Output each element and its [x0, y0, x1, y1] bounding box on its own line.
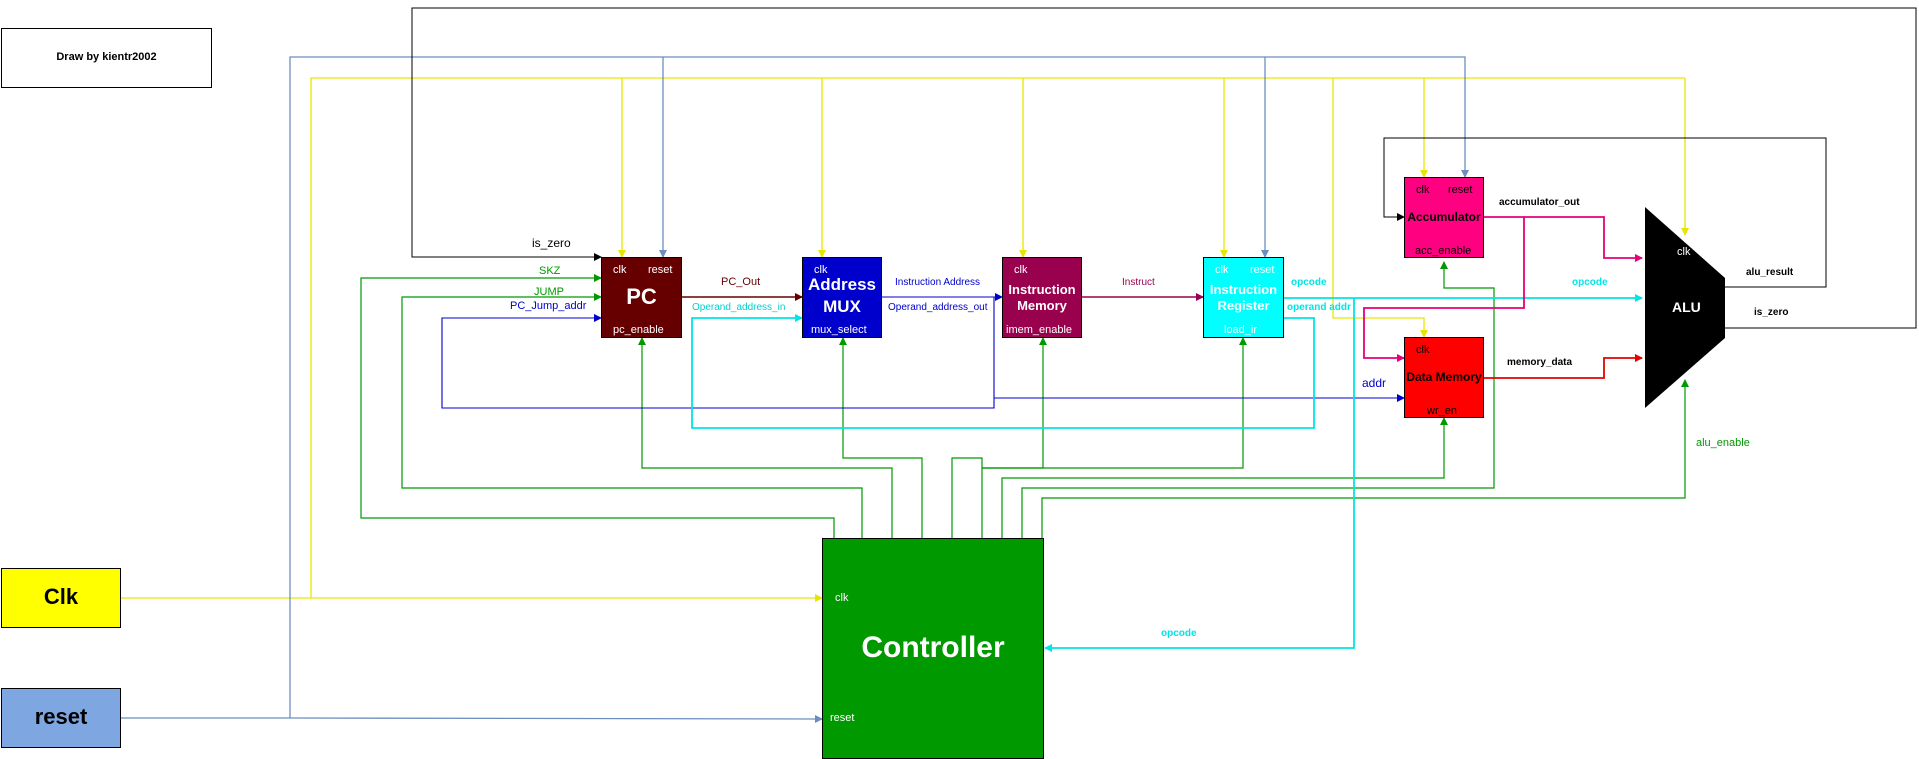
operand-addr-label: operand addr [1287, 302, 1351, 313]
dmem-enable-pin: wr_en [1427, 405, 1457, 417]
instruction-memory-block[interactable]: clk Instruction Memory imem_enable [1002, 257, 1082, 338]
mux-title-line1: Address [807, 275, 877, 294]
alu-shape [1645, 207, 1725, 408]
acc-reset-pin: reset [1448, 184, 1473, 196]
skz-label: SKZ [539, 265, 561, 277]
is-zero-alu-label: is_zero [1754, 307, 1789, 318]
pc-reset-pin: reset [648, 264, 673, 276]
pc-clk-pin: clk [613, 264, 627, 276]
instruction-register-block[interactable]: clk reset Instruction Register load_ir [1203, 257, 1284, 338]
imem-enable-pin: imem_enable [1006, 324, 1073, 336]
accumulator-block[interactable]: clk reset Accumulator acc_enable [1404, 177, 1484, 258]
clk-wires [120, 77, 1689, 602]
mux-select-pin: mux_select [811, 324, 867, 336]
ireg-clk-pin: clk [1215, 264, 1229, 276]
clk-input[interactable]: Clk [1, 568, 121, 628]
feedback-wires [411, 7, 1917, 329]
alu-title[interactable]: ALU [1672, 299, 1701, 315]
alu-result-label: alu_result [1746, 267, 1794, 278]
ctrl-title: Controller [861, 631, 1005, 664]
imem-title-line2: Memory [1017, 298, 1067, 313]
accumulator-out-label: accumulator_out [1499, 197, 1580, 208]
credit-label: Draw by kientr2002 [56, 51, 157, 63]
accumulator-wires [1363, 216, 1643, 362]
operand-in-label: Operand_address_in [692, 302, 786, 313]
control-wires [360, 261, 1689, 538]
alu-clk-pin: clk [1677, 246, 1691, 258]
dmem-title: Data Memory [1406, 370, 1482, 384]
clk-input-label: Clk [43, 584, 79, 609]
opcode-alu-label: opcode [1572, 277, 1608, 288]
reset-wires [120, 56, 1469, 723]
address-wires [441, 293, 1405, 409]
ireg-load-pin: load_ir [1224, 324, 1258, 336]
pc-enable-pin: pc_enable [613, 324, 664, 336]
pc-jump-addr-label: PC_Jump_addr [510, 300, 587, 312]
ireg-reset-pin: reset [1250, 264, 1275, 276]
mux-clk-pin: clk [814, 264, 828, 276]
memory-data-label: memory_data [1507, 357, 1573, 368]
ireg-title-line2: Register [1217, 298, 1270, 313]
memory-data-wire [1484, 354, 1643, 379]
pc-out-label: PC_Out [721, 276, 761, 288]
dmem-clk-pin: clk [1416, 344, 1430, 356]
pc-block[interactable]: clk reset PC pc_enable [601, 257, 682, 338]
address-mux-block[interactable]: clk Address MUX mux_select [802, 257, 882, 338]
reset-input-label: reset [34, 704, 88, 729]
addr-label: addr [1362, 376, 1387, 390]
credit-box: Draw by kientr2002 [1, 28, 212, 88]
is-zero-label-top: is_zero [532, 236, 571, 250]
acc-enable-pin: acc_enable [1415, 245, 1472, 257]
pc-title: PC [626, 284, 657, 309]
operand-wires [691, 294, 1643, 652]
data-memory-block[interactable]: clk Data Memory wr_en [1404, 337, 1484, 418]
ctrl-clk-pin: clk [835, 592, 849, 604]
acc-clk-pin: clk [1416, 184, 1430, 196]
controller-block[interactable]: clk Controller reset [822, 538, 1044, 759]
ctrl-reset-pin: reset [830, 712, 855, 724]
reset-input[interactable]: reset [1, 688, 121, 748]
imem-clk-pin: clk [1014, 264, 1028, 276]
alu-enable-label: alu_enable [1696, 437, 1750, 449]
mux-title-line2: MUX [823, 297, 861, 316]
ireg-title-line1: Instruction [1209, 282, 1278, 297]
imem-title-line1: Instruction [1008, 282, 1076, 297]
operand-out-label: Operand_address_out [888, 302, 988, 313]
instruction-address-label: Instruction Address [895, 277, 981, 288]
jump-label: JUMP [534, 286, 564, 298]
instruct-label: Instruct [1122, 277, 1155, 288]
opcode-ctrl-label: opcode [1161, 628, 1197, 639]
opcode-ir-label: opcode [1291, 277, 1327, 288]
acc-title: Accumulator [1407, 210, 1481, 224]
